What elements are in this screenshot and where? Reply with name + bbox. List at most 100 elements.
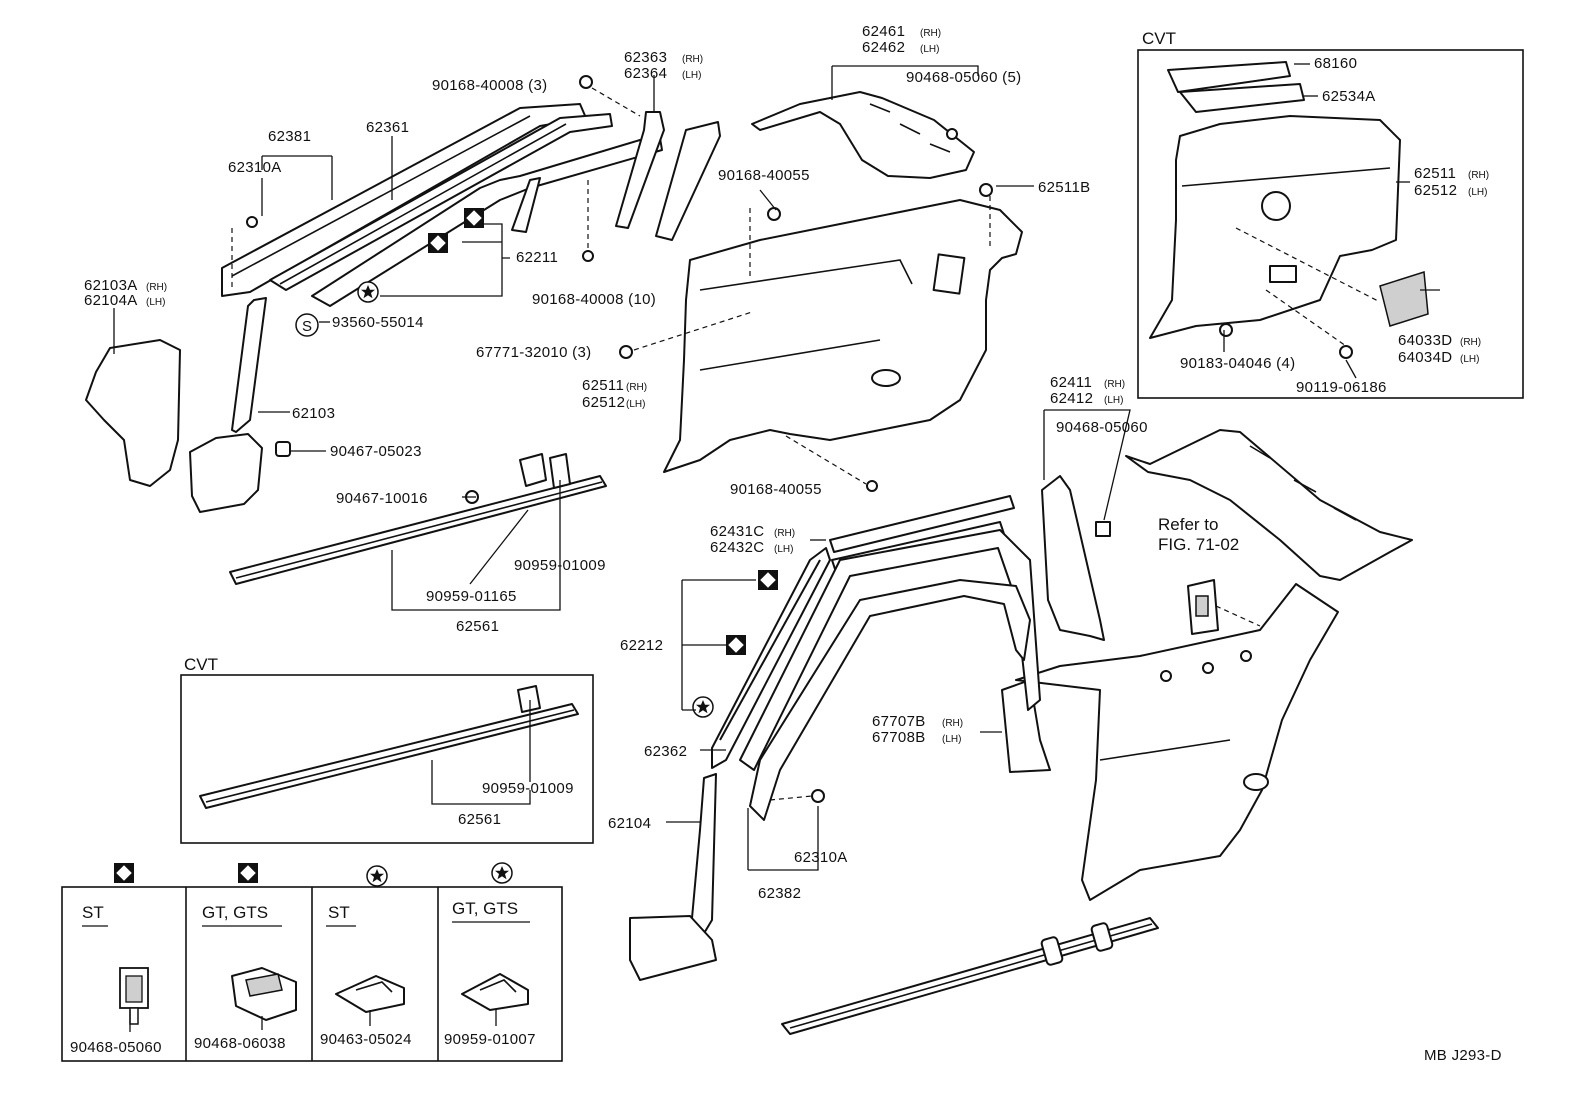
suffix-rh: (RH) — [1104, 379, 1125, 390]
label-62212: 62212 — [620, 637, 663, 654]
diamond-in-square-icon — [758, 570, 778, 590]
label-62310a-b: 62310A — [794, 849, 848, 866]
star-in-circle-icon — [692, 696, 714, 718]
door-opening-trim-62212 — [711, 529, 1041, 771]
label-62361: 62361 — [366, 119, 409, 136]
legend-title-3: ST — [328, 903, 350, 922]
label-90168-40055-b: 90168-40055 — [730, 481, 822, 498]
label-90168-40055-a: 90168-40055 — [718, 167, 810, 184]
clip-62310a — [231, 216, 258, 290]
suffix-lh: (LH) — [1468, 187, 1487, 198]
suffix-lh: (LH) — [942, 734, 961, 745]
label-62432c: 62432C — [710, 539, 764, 556]
star-in-circle-icon — [366, 865, 388, 887]
roof-rail-rear-62411 — [1041, 475, 1105, 641]
label-62411: 62411 — [1050, 374, 1092, 391]
pillar-garnish-62382 — [749, 579, 1031, 821]
label-62511b: 62511B — [1038, 179, 1090, 196]
cap-90467-05023 — [275, 441, 291, 457]
diamond-in-square-icon — [428, 233, 448, 253]
label-90467-10016: 90467-10016 — [336, 490, 428, 507]
roof-rail-weatherstrip-62361 — [269, 113, 613, 291]
refer-line-1: Refer to — [1158, 515, 1218, 534]
front-pillar-garnish-62103 — [189, 297, 267, 513]
quarter-post-upper — [655, 121, 721, 241]
label-90183-04046: 90183-04046 (4) — [1180, 355, 1295, 372]
legend-part-1: 90468-05060 — [70, 1039, 162, 1056]
label-90959-01165: 90959-01165 — [426, 588, 517, 605]
pillar-strip-62363 — [615, 111, 665, 229]
cvt-title-bottom: CVT — [184, 655, 218, 674]
label-67707b: 67707B — [872, 713, 926, 730]
s-mark-icon: S — [295, 313, 319, 337]
svg-text:S: S — [302, 318, 312, 335]
label-62103a: 62103A — [84, 277, 138, 294]
label-62461: 62461 — [862, 23, 905, 40]
label-90468-05060-5: 90468-05060 (5) — [906, 69, 1021, 86]
cvt-box-scuff — [180, 674, 594, 844]
label-62431c: 62431C — [710, 523, 764, 540]
legend-title-1: ST — [82, 903, 104, 922]
label-90168-40008-3: 90168-40008 (3) — [432, 77, 547, 94]
star-in-circle-icon — [357, 281, 379, 303]
cvt-box-trim — [1137, 49, 1524, 399]
center-pillar-garnish-62104 — [629, 773, 717, 981]
label-67771-32010: 67771-32010 (3) — [476, 344, 591, 361]
label-62534a: 62534A — [1322, 88, 1376, 105]
diamond-in-square-icon — [726, 635, 746, 655]
diagram-id: MB J293-D — [1424, 1047, 1502, 1064]
leader-lines — [113, 63, 1440, 871]
suffix-lh: (LH) — [682, 70, 701, 81]
label-90959-01009-b: 90959-01009 — [482, 780, 574, 797]
scuff-plate-62561 — [229, 453, 607, 585]
label-62104: 62104 — [608, 815, 651, 832]
legend-title-4: GT, GTS — [452, 899, 518, 918]
legend-part-3: 90463-05024 — [320, 1031, 412, 1048]
suffix-lh: (LH) — [920, 44, 939, 55]
label-62103: 62103 — [292, 405, 335, 422]
trim-panel-62511-cvt — [1149, 61, 1429, 359]
clip-90168-40008 — [579, 75, 641, 262]
clip-90468-05060 — [1095, 521, 1111, 537]
label-62561-b: 62561 — [458, 811, 501, 828]
label-64033d: 64033D — [1398, 332, 1452, 349]
quarter-trim-panel-62511 — [663, 199, 1023, 473]
legend-part-2: 90468-06038 — [194, 1035, 286, 1052]
suffix-rh: (RH) — [920, 28, 941, 39]
diamond-in-square-icon — [464, 208, 484, 228]
label-62512-cvt: 62512 — [1414, 182, 1457, 199]
legend-part-4: 90959-01007 — [444, 1031, 536, 1048]
labels: CVT CVT Refer to FIG. 71-02 MB J293-D 62… — [70, 23, 1502, 1064]
scuff-plate-62561-cvt — [199, 685, 579, 809]
bracket-refer-71-02 — [1187, 579, 1261, 635]
refer-line-2: FIG. 71-02 — [1158, 535, 1239, 554]
legend-title-2: GT, GTS — [202, 903, 268, 922]
label-62462: 62462 — [862, 39, 905, 56]
diamond-in-square-icon — [114, 863, 134, 883]
suffix-rh: (RH) — [626, 382, 647, 393]
suffix-lh: (LH) — [774, 544, 793, 555]
label-62512: 62512 — [582, 394, 625, 411]
quarter-trim-lower-67707b — [1001, 583, 1339, 901]
suffix-lh: (LH) — [626, 399, 645, 410]
legend-table — [61, 862, 563, 1062]
label-64034d: 64034D — [1398, 349, 1452, 366]
label-62412: 62412 — [1050, 390, 1093, 407]
suffix-lh: (LH) — [1104, 395, 1123, 406]
suffix-lh: (LH) — [1460, 354, 1479, 365]
label-90468-05060: 90468-05060 — [1056, 419, 1148, 436]
diamond-in-square-icon — [238, 863, 258, 883]
label-62104a: 62104A — [84, 292, 138, 309]
cvt-title-top: CVT — [1142, 29, 1176, 48]
label-62362: 62362 — [644, 743, 687, 760]
suffix-rh: (RH) — [774, 528, 795, 539]
suffix-rh: (RH) — [942, 718, 963, 729]
label-68160: 68160 — [1314, 55, 1357, 72]
suffix-rh: (RH) — [146, 282, 167, 293]
label-90467-05023: 90467-05023 — [330, 443, 422, 460]
suffix-lh: (LH) — [146, 297, 165, 308]
label-62381: 62381 — [268, 128, 311, 145]
package-tray-side-62461 — [751, 91, 975, 179]
